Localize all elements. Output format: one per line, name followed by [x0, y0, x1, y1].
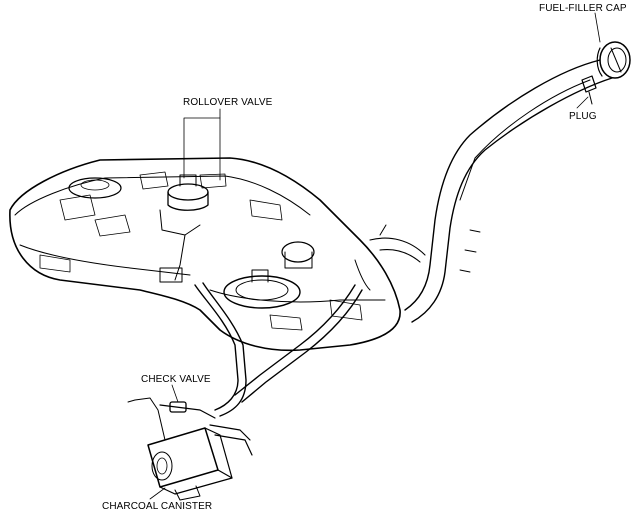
evap-hoses	[159, 224, 387, 456]
check-valve-label: CHECK VALVE	[141, 374, 211, 385]
charcoal-canister	[147, 427, 233, 501]
check-valve	[127, 397, 187, 441]
fuel-filler-cap-label: FUEL-FILLER CAP	[539, 3, 627, 14]
fuel-filler-cap	[596, 41, 631, 79]
filler-neck-pipe	[369, 59, 613, 323]
leader-lines	[149, 12, 601, 500]
rollover-valve-label: ROLLOVER VALVE	[183, 97, 273, 108]
charcoal-canister-label: CHARCOAL CANISTER	[102, 501, 213, 512]
fuel-tank	[9, 157, 401, 352]
plug	[581, 75, 597, 105]
plug-label: PLUG	[569, 111, 597, 122]
rollover-valve	[159, 174, 209, 283]
